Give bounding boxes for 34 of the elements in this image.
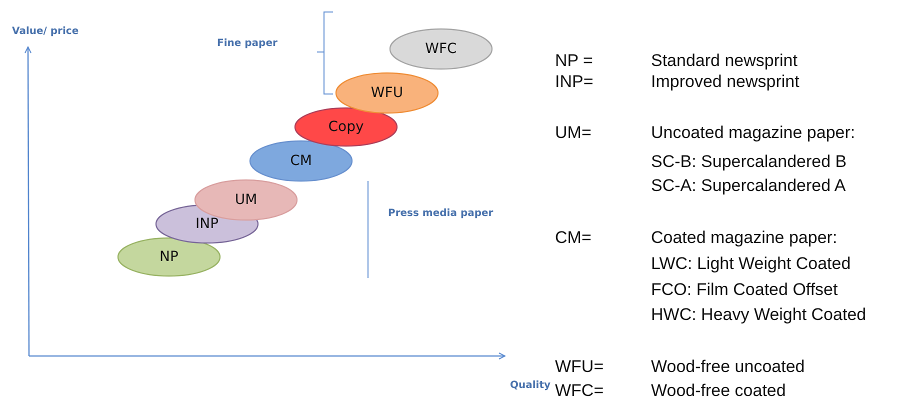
definition: FCO: Film Coated Offset — [651, 280, 838, 300]
ellipse-label: NP — [158, 249, 180, 265]
group-label: Press media paper — [388, 207, 494, 221]
ellipse-label: CM — [289, 153, 313, 169]
ellipse — [335, 72, 439, 114]
definition: Improved newsprint — [651, 72, 800, 92]
definition: SC-A: Supercalandered A — [651, 176, 846, 196]
abbreviation: CM= — [555, 228, 592, 248]
ellipse — [155, 204, 259, 244]
ellipse — [249, 140, 353, 182]
definition: Coated magazine paper: — [651, 228, 838, 248]
ellipse-label: WFU — [370, 85, 404, 101]
abbreviation: WFC= — [555, 381, 604, 401]
ellipse — [294, 107, 398, 147]
definition: Wood-free uncoated — [651, 357, 805, 377]
group-label: Fine paper — [217, 37, 278, 51]
definition: LWC: Light Weight Coated — [651, 254, 851, 274]
axis-label: Quality — [510, 379, 551, 393]
ellipse-label: WFC — [424, 41, 458, 57]
abbreviation: NP = — [555, 51, 593, 71]
abbreviation: UM= — [555, 123, 592, 143]
axis-label: Value/ price — [12, 25, 79, 39]
ellipse-label: UM — [234, 192, 258, 208]
ellipse — [389, 28, 493, 70]
definition: Uncoated magazine paper: — [651, 123, 856, 143]
definition: Standard newsprint — [651, 51, 798, 71]
definition: Wood-free coated — [651, 381, 786, 401]
ellipse — [117, 237, 221, 277]
abbreviation: WFU= — [555, 357, 604, 377]
abbreviation: INP= — [555, 72, 594, 92]
definition: HWC: Heavy Weight Coated — [651, 305, 866, 325]
ellipse-label: Copy — [327, 119, 365, 135]
ellipse-label: INP — [194, 216, 220, 232]
definition: SC-B: Supercalandered B — [651, 152, 847, 172]
